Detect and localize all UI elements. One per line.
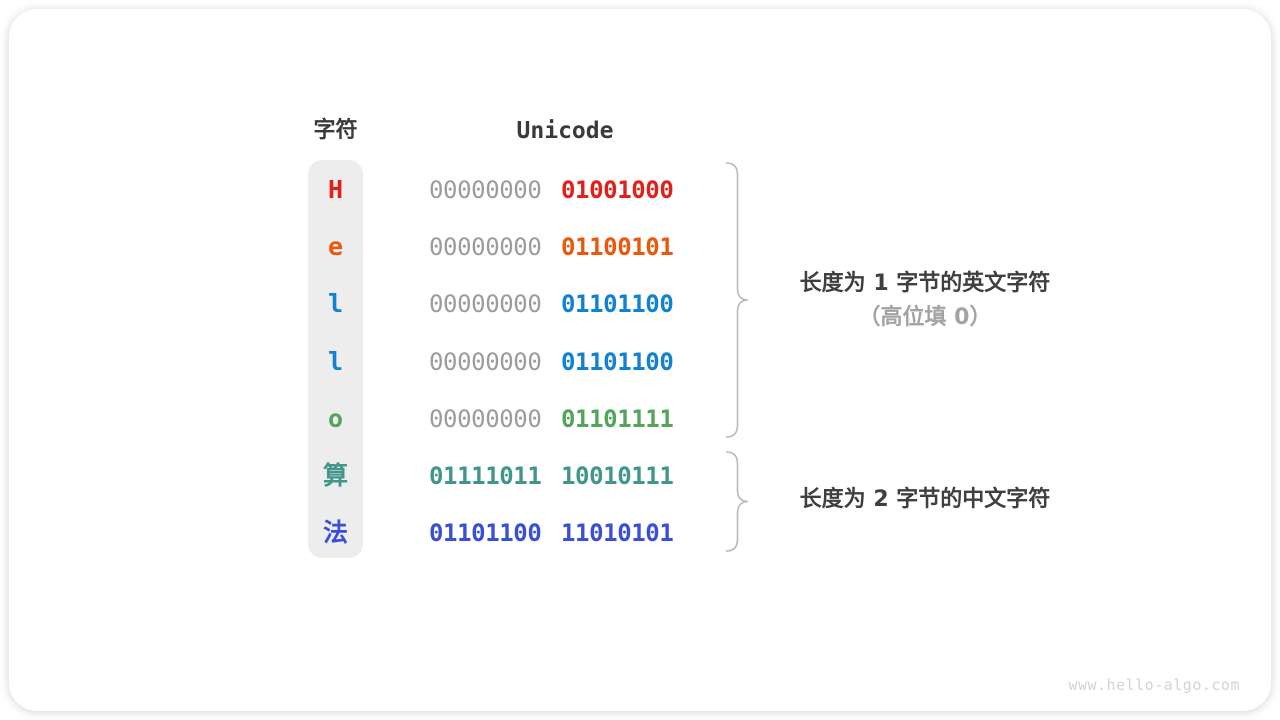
table-row: 法 01101100 11010101	[0, 515, 1280, 551]
character-cell: 算	[322, 461, 348, 490]
unicode-high-byte: 00000000	[429, 176, 542, 204]
table-row: l 00000000 01101100	[0, 344, 1280, 380]
unicode-high-byte: 01101100	[429, 519, 542, 547]
character-cell: H	[327, 175, 344, 204]
unicode-high-byte: 00000000	[429, 348, 542, 376]
unicode-low-byte: 01100101	[561, 233, 674, 261]
column-header-character: 字符	[313, 118, 358, 143]
character-cell: 法	[322, 518, 348, 547]
table-row: 算 01111011 10010111	[0, 458, 1280, 494]
annotation-english-line1: 长度为 1 字节的英文字符	[799, 271, 1051, 296]
table-row: H 00000000 01001000	[0, 172, 1280, 208]
character-column-background	[308, 160, 363, 558]
character-cell: l	[327, 347, 344, 376]
annotation-english-group: 长度为 1 字节的英文字符 （高位填 0）	[740, 267, 1110, 335]
annotation-chinese-line1: 长度为 2 字节的中文字符	[799, 487, 1051, 512]
character-cell: o	[327, 404, 344, 433]
unicode-high-byte: 01111011	[429, 462, 542, 490]
annotation-chinese-group: 长度为 2 字节的中文字符	[740, 483, 1110, 517]
column-header-unicode: Unicode	[516, 118, 614, 144]
table-row: l 00000000 01101100	[0, 286, 1280, 322]
unicode-low-byte: 11010101	[561, 519, 674, 547]
table-row: e 00000000 01100101	[0, 229, 1280, 265]
character-cell: e	[327, 232, 344, 261]
unicode-low-byte: 01001000	[561, 176, 674, 204]
unicode-high-byte: 00000000	[429, 290, 542, 318]
watermark: www.hello-algo.com	[1068, 676, 1240, 694]
table-row: o 00000000 01101111	[0, 401, 1280, 437]
annotation-english-line2: （高位填 0）	[858, 305, 992, 330]
unicode-high-byte: 00000000	[429, 233, 542, 261]
unicode-low-byte: 01101111	[561, 405, 674, 433]
unicode-low-byte: 10010111	[561, 462, 674, 490]
unicode-low-byte: 01101100	[561, 290, 674, 318]
unicode-low-byte: 01101100	[561, 348, 674, 376]
diagram-card	[9, 9, 1271, 711]
unicode-high-byte: 00000000	[429, 405, 542, 433]
character-cell: l	[327, 289, 344, 318]
